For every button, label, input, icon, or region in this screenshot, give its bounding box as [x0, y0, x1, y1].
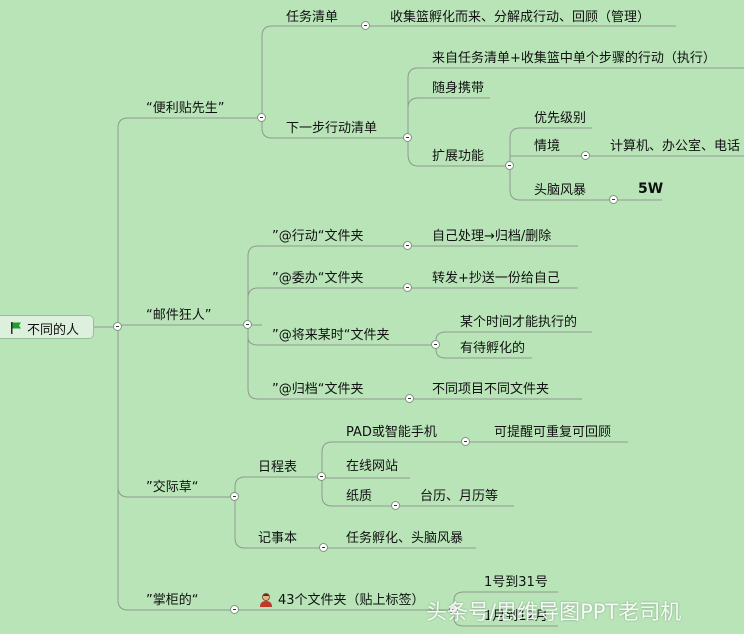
person-icon [260, 593, 272, 607]
node-label[interactable]: 下一步行动清单 [286, 121, 378, 136]
node-label[interactable]: 纸质 [346, 489, 373, 504]
collapse-toggle-icon[interactable] [230, 605, 239, 614]
node-label[interactable]: 计算机、办公室、电话 [610, 139, 741, 154]
collapse-toggle-icon[interactable] [391, 501, 400, 510]
node-label[interactable]: 1号到31号 [484, 575, 548, 590]
branch-label[interactable]: “便利贴先生” [146, 101, 225, 116]
node-label[interactable]: ”@将来某时“文件夹 [272, 328, 390, 343]
node-label[interactable]: 转发+抄送一份给自己 [432, 271, 560, 286]
collapse-toggle-icon[interactable] [317, 472, 326, 481]
root-node[interactable]: 不同的人 [0, 315, 94, 339]
node-label[interactable]: 可提醒可重复可回顾 [494, 425, 612, 440]
root-label: 不同的人 [27, 323, 80, 338]
node-label[interactable]: 不同项目不同文件夹 [432, 382, 550, 397]
collapse-toggle-icon[interactable] [403, 133, 412, 142]
collapse-toggle-icon[interactable] [449, 605, 458, 614]
node-label[interactable]: 在线网站 [346, 459, 399, 474]
node-label[interactable]: 任务清单 [286, 10, 339, 25]
node-label[interactable]: 扩展功能 [432, 149, 485, 164]
branch-label[interactable]: ”交际草“ [146, 480, 199, 495]
collapse-toggle-icon[interactable] [431, 340, 440, 349]
collapse-toggle-icon[interactable] [243, 320, 252, 329]
collapse-toggle-icon[interactable] [257, 113, 266, 122]
collapse-toggle-icon[interactable] [230, 492, 239, 501]
collapse-toggle-icon[interactable] [461, 437, 470, 446]
node-label[interactable]: ”@归档“文件夹 [272, 382, 364, 397]
node-label[interactable]: 随身携带 [432, 81, 485, 96]
node-label[interactable]: 日程表 [258, 460, 298, 475]
node-label[interactable]: 某个时间才能执行的 [460, 315, 578, 330]
collapse-toggle-icon[interactable] [113, 322, 122, 331]
collapse-toggle-icon[interactable] [581, 151, 590, 160]
node-label[interactable]: 5W [638, 181, 664, 197]
node-label[interactable]: 情境 [534, 139, 561, 154]
collapse-toggle-icon[interactable] [403, 241, 412, 250]
collapse-toggle-icon[interactable] [505, 161, 514, 170]
node-label[interactable]: 来自任务清单+收集篮中单个步骤的行动（执行） [432, 51, 716, 66]
node-label[interactable]: 优先级别 [534, 111, 587, 126]
branch-label[interactable]: ”掌柜的“ [146, 593, 199, 608]
collapse-toggle-icon[interactable] [319, 543, 328, 552]
node-label[interactable]: 台历、月历等 [420, 489, 499, 504]
collapse-toggle-icon[interactable] [405, 394, 414, 403]
node-label[interactable]: 43个文件夹（贴上标签） [278, 593, 425, 608]
node-label[interactable]: 有待孵化的 [460, 341, 526, 356]
collapse-toggle-icon[interactable] [403, 283, 412, 292]
node-label[interactable]: 收集篮孵化而来、分解成行动、回顾（管理） [390, 10, 651, 25]
node-label[interactable]: PAD或智能手机 [346, 425, 437, 440]
node-label[interactable]: 记事本 [258, 531, 298, 546]
node-label[interactable]: 1月到12月 [484, 609, 548, 624]
collapse-toggle-icon[interactable] [361, 21, 370, 30]
node-label[interactable]: ”@行动“文件夹 [272, 229, 364, 244]
branch-label[interactable]: “邮件狂人” [146, 308, 212, 323]
node-label[interactable]: 任务孵化、头脑风暴 [346, 531, 464, 546]
node-label[interactable]: 自己处理→归档/删除 [432, 229, 552, 244]
node-label[interactable]: ”@委办“文件夹 [272, 271, 364, 286]
collapse-toggle-icon[interactable] [609, 195, 618, 204]
flag-icon [11, 322, 21, 334]
watermark: 头条号/思维导图PPT老司机 [426, 600, 682, 624]
node-label[interactable]: 头脑风暴 [534, 183, 587, 198]
